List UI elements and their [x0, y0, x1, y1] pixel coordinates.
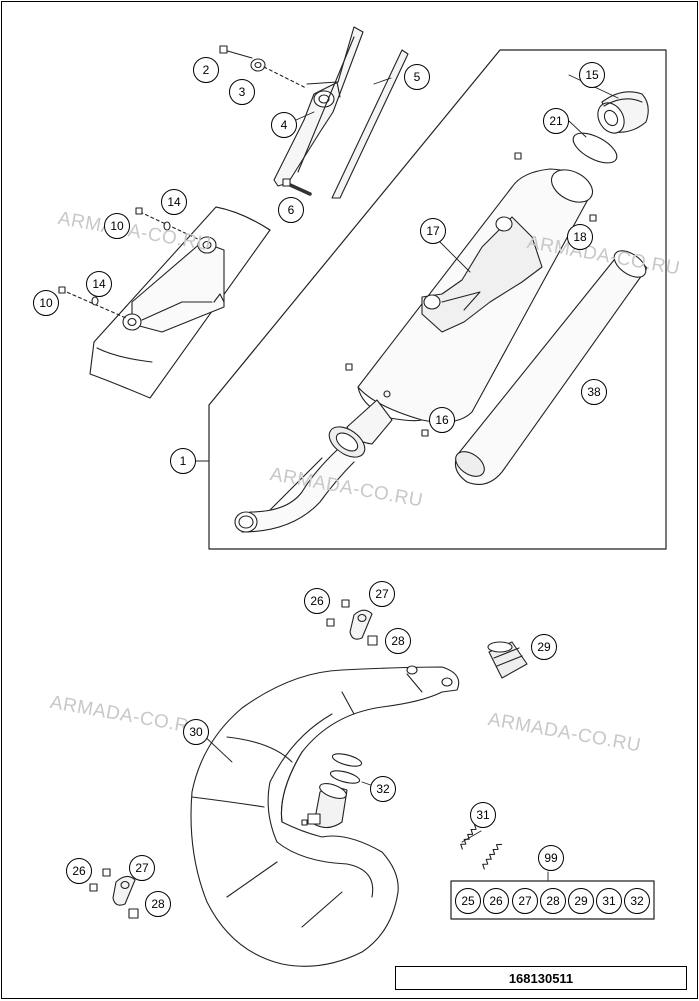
callout-10[interactable]: 10	[104, 213, 130, 239]
screw-near-18	[589, 214, 597, 222]
callout-6[interactable]: 6	[278, 197, 304, 223]
callout-32[interactable]: 32	[370, 776, 396, 802]
kit-part-31[interactable]: 31	[596, 888, 622, 914]
gasket-32a	[331, 753, 363, 767]
callout-27[interactable]: 27	[129, 855, 155, 881]
kit-part-26[interactable]: 26	[483, 888, 509, 914]
callout-18[interactable]: 18	[567, 224, 593, 250]
screw-6	[282, 178, 312, 196]
leader-lines	[195, 74, 619, 881]
frame-section	[58, 206, 271, 399]
callout-4[interactable]: 4	[271, 112, 297, 138]
o-ring-21	[572, 132, 618, 164]
springs-31	[460, 823, 503, 870]
kit-part-27[interactable]: 27	[512, 888, 538, 914]
silencer-group-frame	[208, 49, 667, 550]
screw-16	[421, 429, 429, 437]
callout-28[interactable]: 28	[385, 628, 411, 654]
callout-38[interactable]: 38	[581, 379, 607, 405]
kit-part-25[interactable]: 25	[455, 888, 481, 914]
washer-3	[250, 58, 307, 89]
callout-29[interactable]: 29	[531, 634, 557, 660]
gasket-32b	[329, 770, 361, 784]
callout-3[interactable]: 3	[229, 79, 255, 105]
callout-26[interactable]: 26	[304, 588, 330, 614]
callout-26[interactable]: 26	[66, 858, 92, 884]
callout-5[interactable]: 5	[404, 64, 430, 90]
callout-21[interactable]: 21	[543, 108, 569, 134]
bracket-4	[273, 26, 364, 187]
callout-27[interactable]: 27	[369, 581, 395, 607]
screw-2	[219, 45, 253, 59]
callout-1[interactable]: 1	[170, 448, 196, 474]
callout-17[interactable]: 17	[420, 218, 446, 244]
silencer-insert-38	[454, 250, 648, 485]
end-cap-15	[597, 91, 649, 134]
callout-14[interactable]: 14	[86, 271, 112, 297]
clamp-set-lower	[89, 868, 139, 919]
callout-2[interactable]: 2	[193, 57, 219, 83]
kit-part-28[interactable]: 28	[540, 888, 566, 914]
screw-mid	[345, 363, 353, 371]
silencer-body-17	[234, 168, 594, 533]
callout-10[interactable]: 10	[33, 290, 59, 316]
document-number: 168130511	[395, 966, 687, 990]
screw-top	[514, 152, 522, 160]
callout-99[interactable]: 99	[538, 845, 564, 871]
rubber-sleeve-29	[487, 641, 528, 679]
kit-part-29[interactable]: 29	[568, 888, 594, 914]
callout-15[interactable]: 15	[579, 62, 605, 88]
kit-part-32[interactable]: 32	[624, 888, 650, 914]
rubber-strip-5	[331, 49, 409, 199]
callout-16[interactable]: 16	[429, 407, 455, 433]
callout-28[interactable]: 28	[145, 891, 171, 917]
exhaust-pipe-30	[190, 665, 460, 967]
callout-30[interactable]: 30	[183, 719, 209, 745]
callout-14[interactable]: 14	[161, 189, 187, 215]
callout-31[interactable]: 31	[470, 802, 496, 828]
clamp-set-upper	[326, 599, 378, 646]
